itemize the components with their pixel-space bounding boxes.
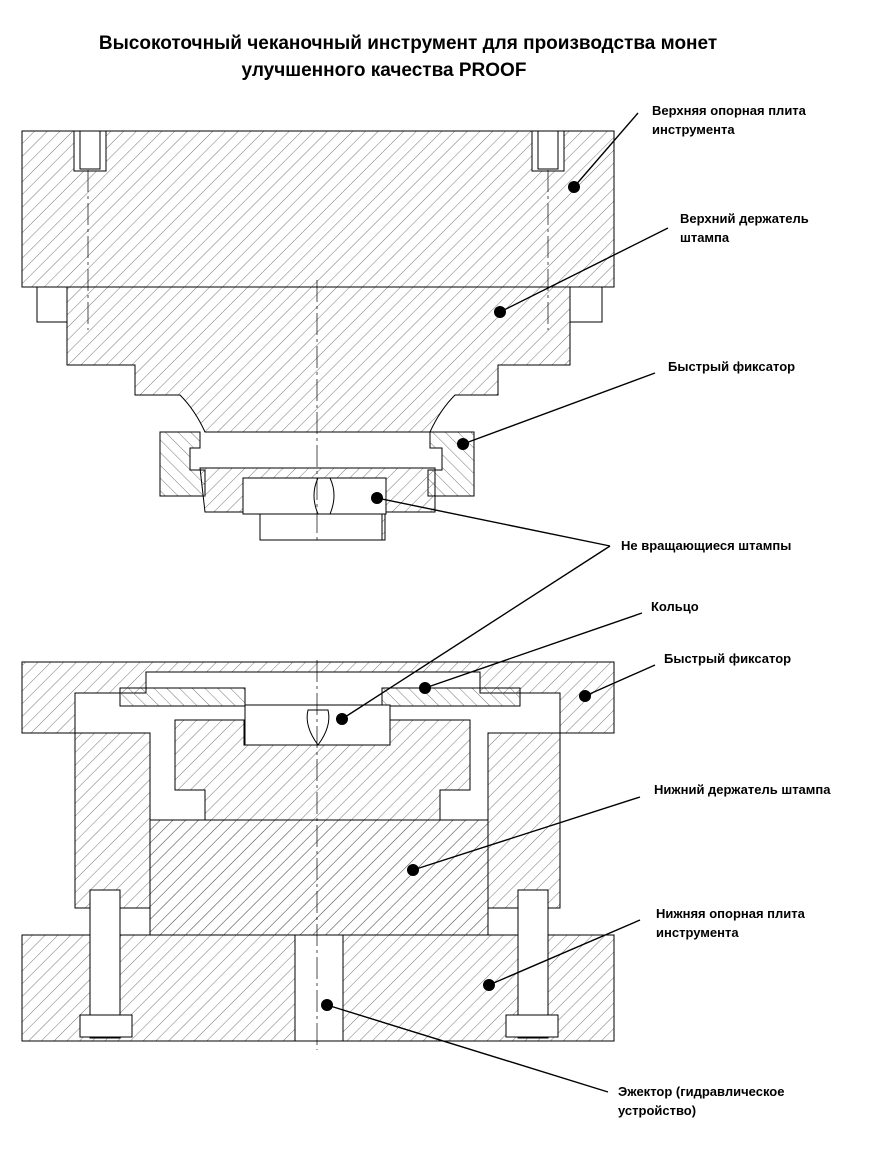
upper-support-plate xyxy=(21,130,615,288)
label-upper-plate-line2: инструмента xyxy=(652,122,735,137)
label-dies: Не вращающиеся штампы xyxy=(621,538,792,553)
label-ring: Кольцо xyxy=(651,599,699,614)
label-upper-plate-line1: Верхняя опорная плита xyxy=(652,103,806,118)
label-ejector-line2: устройство) xyxy=(618,1103,697,1118)
label-upper-holder-line2: штампа xyxy=(680,230,730,245)
label-upper-plate: Верхняя опорная плита инструмента xyxy=(652,101,806,139)
title-line-1: Высокоточный чеканочный инструмент для п… xyxy=(98,33,718,54)
label-ejector-line1: Эжектор (гидравлическое xyxy=(618,1084,785,1099)
label-quick-lock-top: Быстрый фиксатор xyxy=(668,359,796,374)
label-lower-plate: Нижняя опорная плита инструмента xyxy=(656,904,805,942)
upper-die-holder xyxy=(36,286,603,433)
label-upper-holder-line1: Верхний держатель xyxy=(680,211,809,226)
leader-lines xyxy=(326,112,669,1093)
lower-die-holder xyxy=(74,719,561,936)
lower-die xyxy=(244,704,391,746)
leader-dots xyxy=(321,181,591,1011)
label-ejector: Эжектор (гидравлическое устройство) xyxy=(618,1082,784,1120)
label-lower-plate-line2: инструмента xyxy=(656,925,739,940)
centre-lines xyxy=(87,170,549,1050)
label-lower-plate-line1: Нижняя опорная плита xyxy=(656,906,805,921)
label-lower-holder: Нижний держатель штампа xyxy=(654,782,831,797)
upper-die xyxy=(199,467,436,541)
label-upper-holder: Верхний держатель штампа xyxy=(680,209,809,247)
lower-ring xyxy=(119,687,521,707)
title-line-2: улучшенного качества PROOF xyxy=(241,60,527,81)
label-quick-lock-bottom: Быстрый фиксатор xyxy=(664,651,792,666)
lower-support-plate xyxy=(21,889,615,1042)
